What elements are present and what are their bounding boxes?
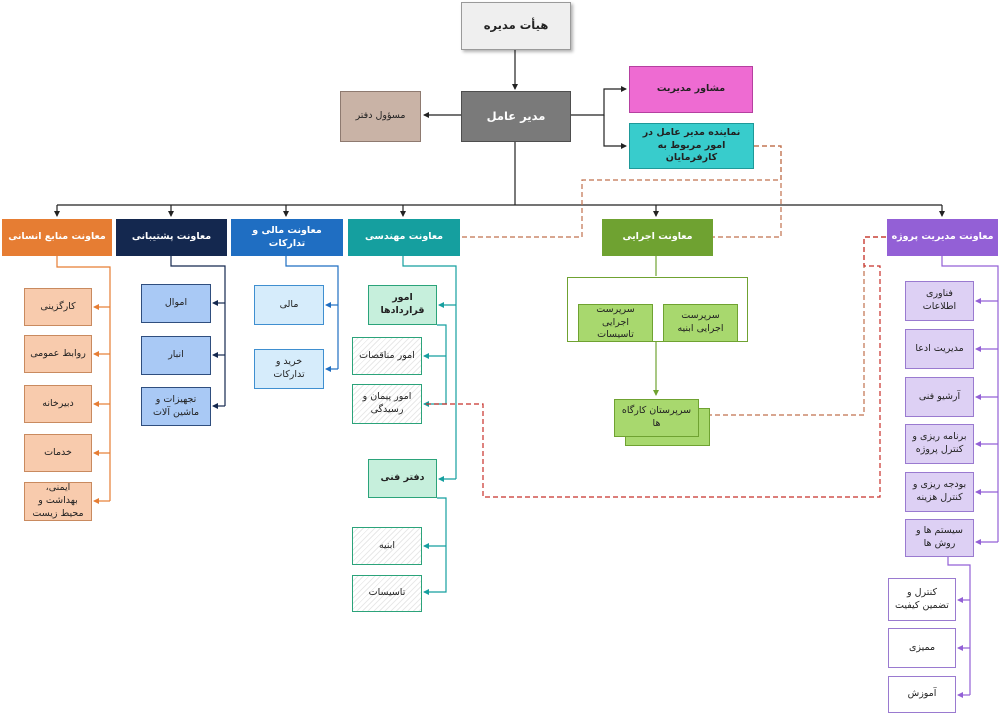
technical-office-box: دفتر فنی xyxy=(368,459,437,498)
support-deputy-box: معاونت پشتیبانی xyxy=(116,219,227,256)
hr-unit-box: دبیرخانه xyxy=(24,385,92,423)
systems-and-methods-box: سیستم ها و روش ها xyxy=(905,519,974,557)
installations-unit-box: تاسیسات xyxy=(352,575,422,612)
systems-unit-box: کنترل و تضمین کیفیت xyxy=(888,578,956,621)
project-management-deputy-box: معاونت مدیریت پروژه xyxy=(887,219,998,256)
client-representative-box: نماینده مدیر عامل در امور مربوط به کارفر… xyxy=(629,123,754,169)
systems-unit-box: ممیزی xyxy=(888,628,956,668)
project-unit-box: آرشیو فنی xyxy=(905,377,974,417)
hr-unit-box: روابط عمومی xyxy=(24,335,92,373)
board-of-directors-box: هیأت مدیره xyxy=(461,2,571,50)
ceo-box: مدیر عامل xyxy=(461,91,571,142)
management-advisor-box: مشاور مدیریت xyxy=(629,66,753,113)
hr-unit-box: خدمات xyxy=(24,434,92,472)
building-unit-box: ابنیه xyxy=(352,527,422,565)
project-unit-box: بودجه ریزی و کنترل هزینه xyxy=(905,472,974,512)
finance-unit-box: مالی xyxy=(254,285,324,325)
hr-deputy-box: معاونت منابع انسانی xyxy=(2,219,112,256)
installations-supervisor-box: سرپرست اجرایی تاسیسات xyxy=(578,304,653,342)
site-supervisors-box: سرپرستان کارگاه ها xyxy=(614,399,699,437)
finance-unit-box: خرید و تدارکات xyxy=(254,349,324,389)
support-unit-box: انبار xyxy=(141,336,211,375)
tenders-affairs-box: امور مناقصات xyxy=(352,337,422,375)
executive-deputy-box: معاونت اجرایی xyxy=(602,219,713,256)
contracts-affairs-box: امور قراردادها xyxy=(368,285,437,325)
office-manager-box: مسؤول دفتر xyxy=(340,91,421,142)
project-unit-box: فناوری اطلاعات xyxy=(905,281,974,321)
systems-unit-box: آموزش xyxy=(888,676,956,713)
hr-unit-box: ایمنی، بهداشت و محیط زیست xyxy=(24,482,92,521)
engineering-deputy-box: معاونت مهندسی xyxy=(348,219,460,256)
support-unit-box: تجهیزات و ماشین آلات xyxy=(141,387,211,426)
building-supervisor-box: سرپرست اجرایی ابنیه xyxy=(663,304,738,342)
project-unit-box: مدیریت ادعا xyxy=(905,329,974,369)
project-unit-box: برنامه ریزی و کنترل پروژه xyxy=(905,424,974,464)
contracting-affairs-box: امور پیمان و رسیدگی xyxy=(352,384,422,424)
finance-deputy-box: معاونت مالی و تدارکات xyxy=(231,219,343,256)
hr-unit-box: کارگزینی xyxy=(24,288,92,326)
support-unit-box: اموال xyxy=(141,284,211,323)
